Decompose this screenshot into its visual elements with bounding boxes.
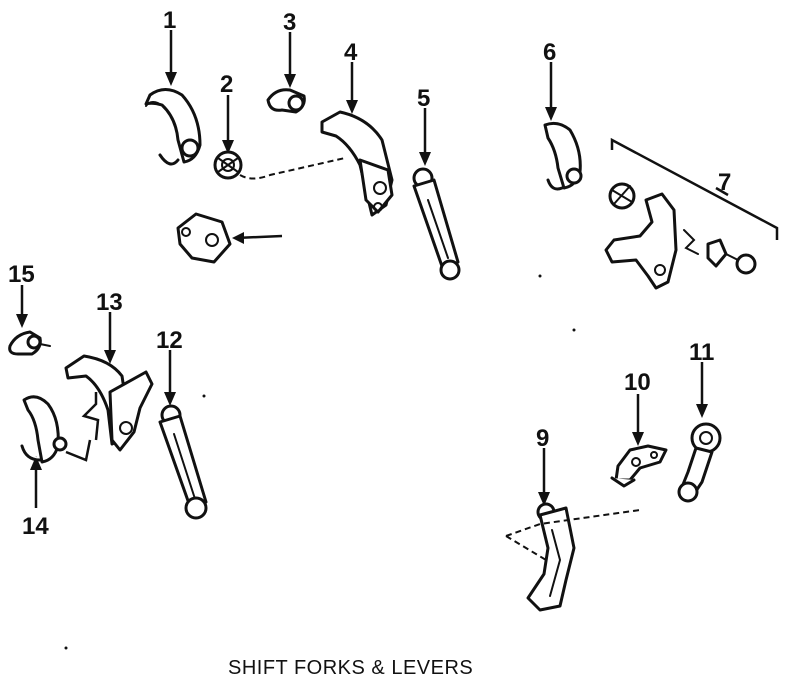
callout-7: 7	[718, 169, 731, 196]
part-9-lever	[505, 448, 641, 612]
speck	[64, 646, 68, 650]
speck	[538, 274, 542, 278]
callout-13: 13	[96, 289, 123, 316]
part-7-assembly	[604, 137, 779, 290]
part-13-shift-fork	[64, 312, 154, 452]
callout-15: 15	[8, 261, 35, 288]
dashed-connector-2-4	[239, 157, 346, 180]
callout-10: 10	[624, 369, 651, 396]
part-4-shift-fork	[320, 62, 394, 217]
part-6-shift-fork	[543, 62, 583, 191]
callout-5: 5	[417, 85, 430, 112]
callout-1: 1	[163, 7, 176, 34]
interlock-block	[176, 212, 283, 264]
callout-3: 3	[283, 9, 296, 36]
callout-2: 2	[220, 71, 233, 98]
diagram-caption: SHIFT FORKS & LEVERS	[228, 657, 473, 679]
callout-12: 12	[156, 327, 183, 354]
part-10-bracket	[610, 394, 668, 488]
speck	[572, 328, 576, 332]
callout-6: 6	[543, 39, 556, 66]
part-2-bushing	[213, 95, 243, 180]
part-5-lever	[412, 108, 461, 281]
part-11-lever	[677, 362, 722, 503]
callout-11: 11	[689, 339, 714, 366]
speck	[202, 394, 206, 398]
part-3-lever	[266, 32, 306, 114]
part-12-lever	[158, 350, 208, 520]
part-1-shift-fork	[144, 30, 202, 166]
callout-9: 9	[536, 425, 549, 452]
callout-4: 4	[344, 39, 358, 66]
callout-14: 14	[22, 513, 49, 540]
part-15-lever	[8, 285, 51, 356]
part-14-shift-fork	[20, 395, 92, 508]
